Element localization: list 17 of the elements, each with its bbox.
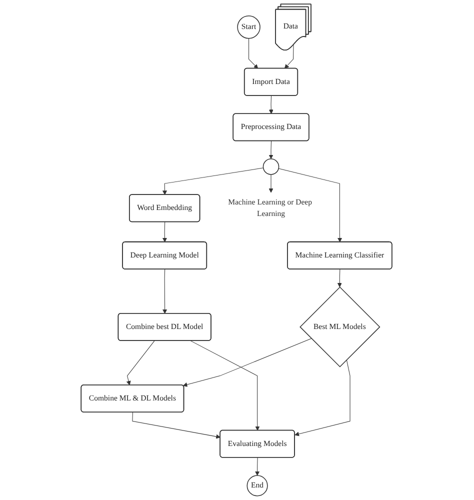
node-circle (263, 158, 280, 175)
arrow (278, 168, 343, 242)
arrow (162, 222, 168, 242)
arrow (126, 340, 156, 386)
arrow (162, 168, 264, 195)
arrow (269, 174, 274, 193)
arrow (249, 38, 259, 69)
arrow (295, 360, 351, 436)
arrow (163, 269, 168, 314)
arrow (190, 340, 260, 431)
arrow (284, 44, 294, 69)
arrow (269, 140, 274, 160)
arrow (338, 269, 342, 288)
arrow (256, 457, 260, 476)
arrow (269, 95, 274, 114)
arrow (132, 412, 222, 439)
arrow (183, 338, 312, 387)
